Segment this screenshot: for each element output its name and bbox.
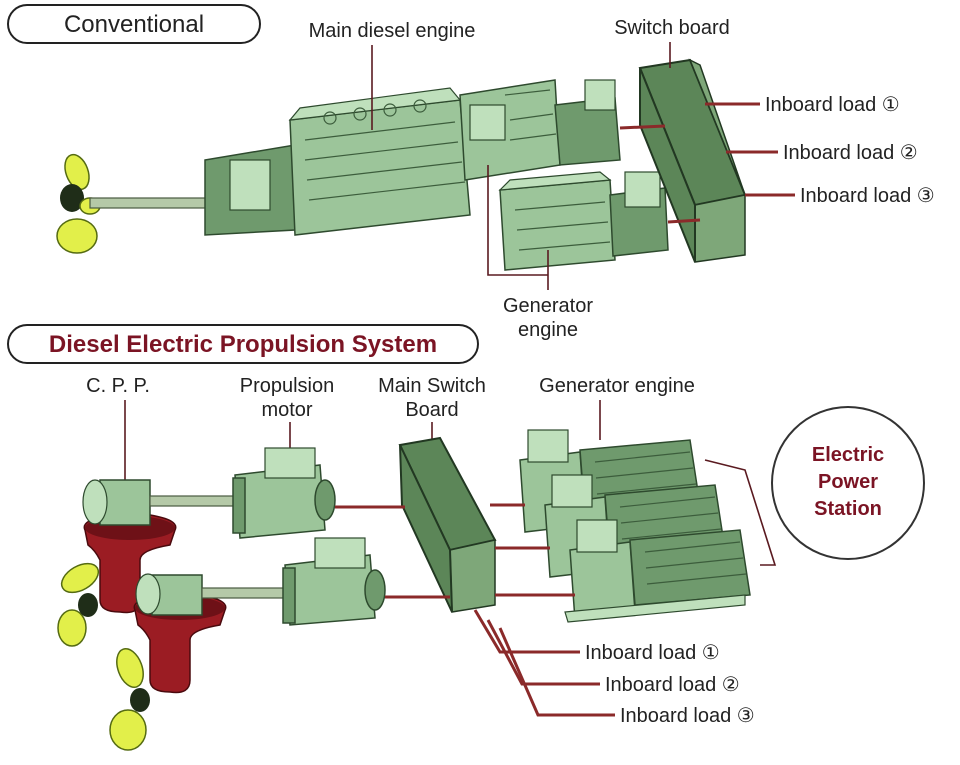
propulsion-motor-label-line2: motor — [261, 399, 312, 421]
conventional-propeller — [56, 153, 101, 254]
wire-de-load-1 — [473, 609, 580, 654]
conventional-load-3: Inboard load ③ — [800, 185, 935, 207]
diesel-electric-title: Diesel Electric Propulsion System — [49, 331, 437, 358]
station-line-2: Power — [818, 471, 878, 493]
main-diesel-engine-label: Main diesel engine — [309, 20, 476, 42]
conventional-load-2: Inboard load ② — [783, 142, 918, 164]
conventional-generator-engine — [498, 171, 669, 271]
propulsion-motor-label-line1: Propulsion — [240, 375, 335, 397]
wire-de-load-2 — [486, 619, 600, 686]
de-load-1: Inboard load ① — [585, 642, 720, 664]
generator-engine-label-de: Generator engine — [539, 375, 695, 397]
wire-de-load-3 — [498, 627, 615, 717]
switch-board-label: Switch board — [614, 17, 730, 39]
cpp-label: C. P. P. — [86, 375, 150, 397]
shaft-generator-set — [459, 79, 621, 181]
propulsion-motor-2 — [282, 537, 386, 626]
main-switch-board-label-line2: Board — [405, 399, 458, 421]
diesel-electric-section: Diesel Electric Propulsion System C. P. … — [7, 324, 925, 751]
cpp-unit-2 — [109, 573, 293, 751]
generator-leader-2 — [487, 165, 548, 276]
generator-engine-label-line2: engine — [518, 319, 578, 341]
diesel-electric-title-pill — [7, 324, 479, 364]
main-switch-board-label-line1: Main Switch — [378, 375, 486, 397]
conventional-load-1: Inboard load ① — [765, 94, 900, 116]
propulsion-motor-1 — [232, 447, 336, 539]
station-line-1: Electric — [812, 444, 884, 466]
wire-gen-engine — [667, 218, 701, 224]
conventional-title: Conventional — [64, 11, 204, 38]
conventional-title-pill — [7, 4, 261, 44]
main-diesel-engine — [204, 87, 471, 236]
wire-shaft-gen — [619, 124, 666, 130]
cpp-unit-1 — [57, 479, 236, 647]
electric-power-station-circle — [771, 406, 925, 560]
station-bracket — [704, 459, 777, 566]
main-switch-board — [398, 436, 497, 613]
de-load-3: Inboard load ③ — [620, 705, 755, 727]
de-load-2: Inboard load ② — [605, 674, 740, 696]
station-line-3: Station — [814, 498, 882, 520]
generator-engine-label-line1: Generator — [503, 295, 593, 317]
generator-set-3 — [564, 519, 751, 623]
conventional-section: Conventional — [7, 4, 935, 341]
